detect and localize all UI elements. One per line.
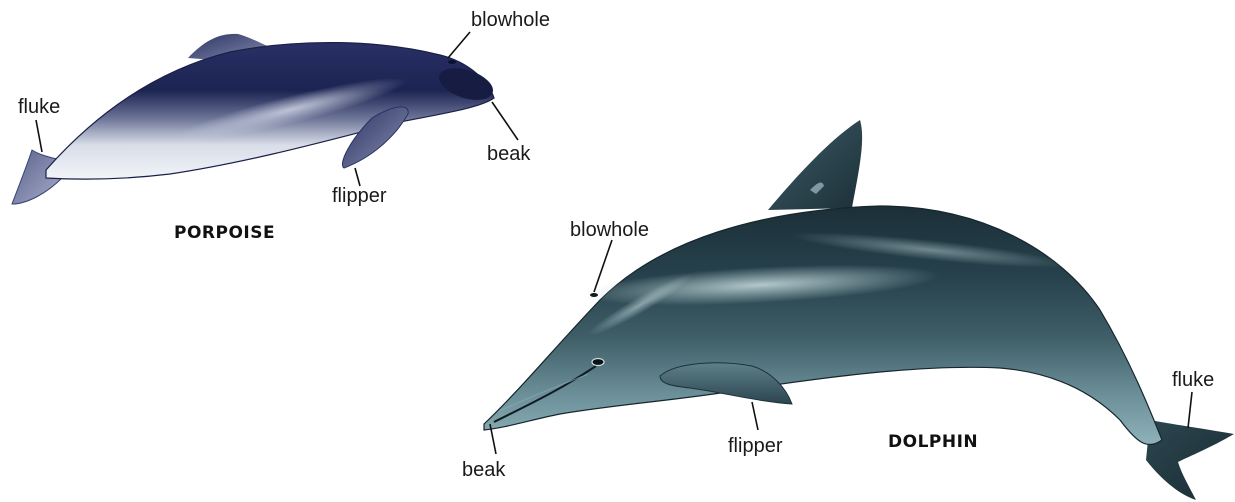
porpoise-blowhole-label: blowhole (471, 10, 550, 30)
dolphin-blowhole-mark (590, 293, 598, 297)
dolphin-figure (484, 120, 1234, 500)
dolphin-dorsal-fin (768, 120, 862, 210)
dolphin-flipper-label: flipper (728, 436, 782, 456)
dolphin-beak-label: beak (462, 460, 505, 480)
dolphin-blowhole-label: blowhole (570, 220, 649, 240)
porpoise-beak-label: beak (487, 144, 530, 164)
porpoise-fluke-leader (36, 120, 42, 152)
porpoise-figure (12, 34, 497, 204)
porpoise-title: PORPOISE (174, 225, 275, 242)
porpoise-blowhole-leader (448, 32, 470, 58)
porpoise-blowhole-mark (448, 60, 456, 64)
porpoise-flipper-leader (355, 168, 360, 186)
dolphin-eye (592, 359, 604, 366)
dolphin-fluke-leader (1188, 392, 1192, 428)
porpoise-beak-leader (492, 102, 518, 140)
porpoise-flipper-label: flipper (332, 186, 386, 206)
dolphin-title: DOLPHIN (888, 434, 978, 451)
dolphin-fluke-label: fluke (1172, 370, 1214, 390)
dolphin-flipper-leader (752, 402, 758, 430)
porpoise-fluke-label: fluke (18, 97, 60, 117)
